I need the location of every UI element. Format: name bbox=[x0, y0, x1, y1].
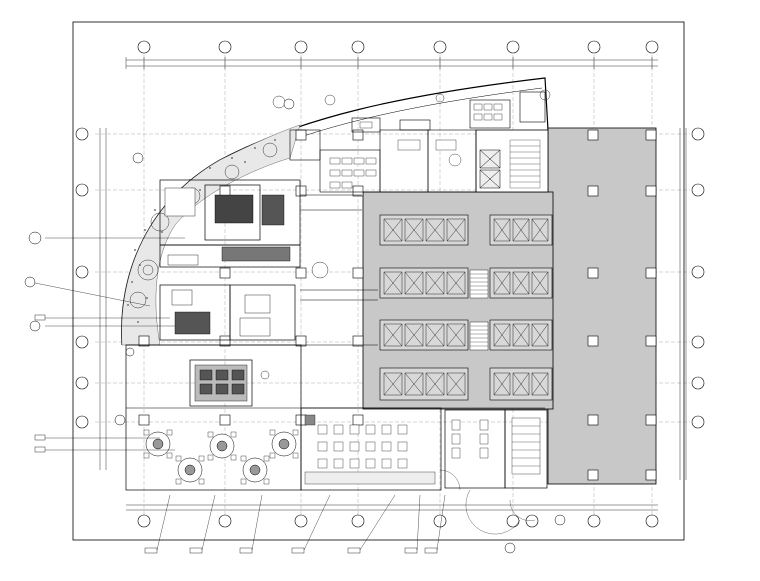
bottom-grid-bubbles bbox=[137, 514, 659, 528]
dining-area bbox=[300, 407, 442, 491]
bottom-callout-tags bbox=[144, 547, 438, 554]
drawing-border bbox=[72, 21, 685, 541]
door-swings bbox=[439, 469, 536, 535]
core-stairs bbox=[469, 269, 489, 351]
planting-area bbox=[121, 124, 301, 346]
upper-core-stair bbox=[509, 139, 541, 189]
table-chairs bbox=[143, 429, 299, 485]
section-markers bbox=[114, 98, 295, 426]
office-rooms bbox=[289, 91, 546, 193]
left-dimension-line bbox=[99, 128, 107, 470]
bottom-dimension-line bbox=[126, 504, 658, 511]
lobby-feature bbox=[194, 364, 248, 402]
right-dimension-line bbox=[679, 128, 687, 480]
dining-tables bbox=[304, 414, 436, 485]
bottom-callout-bubbles bbox=[504, 514, 566, 554]
suite-block bbox=[159, 179, 301, 341]
top-dimension-line bbox=[125, 57, 658, 69]
stair-treads bbox=[470, 273, 488, 347]
right-grid-bubbles bbox=[691, 127, 705, 429]
top-grid-bubbles bbox=[137, 40, 659, 54]
restroom-fixtures bbox=[451, 417, 541, 475]
bottom-callout-leaders bbox=[156, 494, 446, 551]
restrooms bbox=[444, 409, 548, 489]
left-callout-tags bbox=[34, 314, 46, 453]
upper-core-elevators bbox=[479, 149, 501, 189]
structural-columns bbox=[138, 129, 657, 481]
left-callout-bubbles bbox=[24, 231, 42, 332]
left-callout-leaders bbox=[29, 237, 185, 451]
core-shaded-zone bbox=[547, 127, 657, 485]
elevator-cars bbox=[383, 218, 549, 396]
open-office-desks bbox=[329, 103, 503, 189]
suite-furniture bbox=[164, 187, 329, 380]
left-grid-bubbles bbox=[75, 127, 89, 429]
restroom-stair bbox=[512, 425, 540, 467]
